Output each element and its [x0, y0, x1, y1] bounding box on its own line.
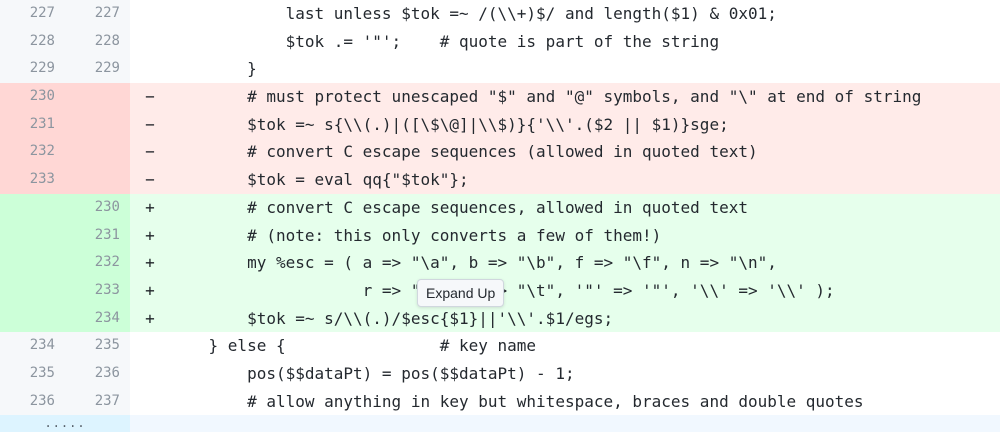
- diff-line-context: 227 227 last unless $tok =~ /(\\+)$/ and…: [0, 0, 1000, 28]
- diff-line-added: 232 + my %esc = ( a => "\a", b => "\b", …: [0, 249, 1000, 277]
- addition-marker: +: [130, 276, 170, 305]
- diff-line-context: 235 236 pos($$dataPt) = pos($$dataPt) - …: [0, 359, 1000, 388]
- old-line-number[interactable]: [0, 221, 65, 250]
- diff-line-deleted: 233 − $tok = eval qq{"$tok"};: [0, 166, 1000, 194]
- old-line-number[interactable]: 234: [0, 332, 65, 360]
- addition-marker: +: [130, 193, 170, 222]
- expand-up-row[interactable]: .....: [0, 415, 1000, 432]
- new-line-number[interactable]: 229: [65, 55, 130, 84]
- deletion-marker: −: [130, 110, 170, 139]
- new-line-number[interactable]: [65, 166, 130, 194]
- old-line-number[interactable]: [0, 249, 65, 277]
- expand-up-tooltip: Expand Up: [417, 279, 505, 307]
- code-line: # convert C escape sequences, allowed in…: [170, 193, 1000, 222]
- addition-marker: +: [130, 249, 170, 277]
- diff-marker: [130, 55, 170, 83]
- code-line: } else { # key name: [170, 336, 537, 356]
- deletion-marker: −: [130, 166, 170, 194]
- code-line: # (note: this only converts a few of the…: [170, 221, 1000, 250]
- code-line: $tok = eval qq{"$tok"};: [170, 166, 1000, 194]
- code-line: # convert C escape sequences (allowed in…: [170, 138, 1000, 167]
- new-line-number[interactable]: 233: [65, 276, 130, 305]
- new-line-number[interactable]: 232: [65, 249, 130, 277]
- old-line-number[interactable]: [0, 304, 65, 333]
- code-line: $tok =~ s/\\(.)/$esc{$1}||'\\'.$1/egs;: [170, 304, 1000, 333]
- new-line-number[interactable]: 228: [65, 27, 130, 56]
- expander-bar: [130, 415, 1000, 432]
- code-line: $tok =~ s{\\(.)|([\$\@]|\\$)}{'\\'.($2 |…: [170, 110, 1000, 139]
- diff-line-context: 228 228 $tok .= '"'; # quote is part of …: [0, 27, 1000, 56]
- diff-marker: [130, 28, 170, 56]
- old-line-number[interactable]: 235: [0, 359, 65, 388]
- diff-line-context: 234 235 } else { # key name: [0, 332, 1000, 360]
- deletion-marker: −: [130, 83, 170, 111]
- new-line-number[interactable]: [65, 110, 130, 139]
- new-line-number[interactable]: 230: [65, 193, 130, 222]
- diff-line-added: 231 + # (note: this only converts a few …: [0, 221, 1000, 250]
- diff-line-context: 229 229 }: [0, 55, 1000, 84]
- addition-marker: +: [130, 304, 170, 333]
- old-line-number[interactable]: [0, 276, 65, 305]
- diff-marker: [130, 332, 170, 360]
- deletion-marker: −: [130, 138, 170, 167]
- old-line-number[interactable]: 233: [0, 166, 65, 194]
- new-line-number[interactable]: 235: [65, 332, 130, 360]
- diff-marker: [130, 388, 170, 416]
- new-line-number[interactable]: [65, 138, 130, 167]
- diff-line-deleted: 232 − # convert C escape sequences (allo…: [0, 138, 1000, 167]
- code-line: # allow anything in key but whitespace, …: [170, 391, 864, 411]
- old-line-number[interactable]: 227: [0, 0, 65, 28]
- old-line-number[interactable]: 230: [0, 83, 65, 111]
- diff-line-deleted: 231 − $tok =~ s{\\(.)|([\$\@]|\\$)}{'\\'…: [0, 110, 1000, 139]
- old-line-number[interactable]: 228: [0, 27, 65, 56]
- new-line-number[interactable]: 234: [65, 304, 130, 333]
- old-line-number[interactable]: 229: [0, 55, 65, 84]
- new-line-number[interactable]: 237: [65, 387, 130, 416]
- diff-line-context: 236 237 # allow anything in key but whit…: [0, 387, 1000, 416]
- code-line: # must protect unescaped "$" and "@" sym…: [170, 83, 1000, 111]
- code-line: last unless $tok =~ /(\\+)$/ and length(…: [170, 4, 777, 23]
- new-line-number[interactable]: 227: [65, 0, 130, 28]
- old-line-number[interactable]: 231: [0, 110, 65, 139]
- code-line: r => "\r", t => "\t", '"' => '"', '\\' =…: [170, 276, 1000, 305]
- diff-marker: [130, 0, 170, 28]
- expand-up-button[interactable]: .....: [0, 415, 130, 432]
- diff-line-added: 233 + r => "\r", t => "\t", '"' => '"', …: [0, 276, 1000, 305]
- old-line-number[interactable]: [0, 193, 65, 222]
- code-line: my %esc = ( a => "\a", b => "\b", f => "…: [170, 249, 1000, 277]
- code-line: $tok .= '"'; # quote is part of the stri…: [170, 31, 720, 51]
- new-line-number[interactable]: [65, 83, 130, 111]
- diff-line-added: 230 + # convert C escape sequences, allo…: [0, 193, 1000, 222]
- addition-marker: +: [130, 221, 170, 250]
- new-line-number[interactable]: 236: [65, 359, 130, 388]
- old-line-number[interactable]: 236: [0, 387, 65, 416]
- code-line: }: [170, 59, 257, 79]
- old-line-number[interactable]: 232: [0, 138, 65, 167]
- diff-marker: [130, 360, 170, 388]
- diff-line-deleted: 230 − # must protect unescaped "$" and "…: [0, 83, 1000, 111]
- diff-line-added: 234 + $tok =~ s/\\(.)/$esc{$1}||'\\'.$1/…: [0, 304, 1000, 333]
- new-line-number[interactable]: 231: [65, 221, 130, 250]
- code-line: pos($$dataPt) = pos($$dataPt) - 1;: [170, 363, 575, 383]
